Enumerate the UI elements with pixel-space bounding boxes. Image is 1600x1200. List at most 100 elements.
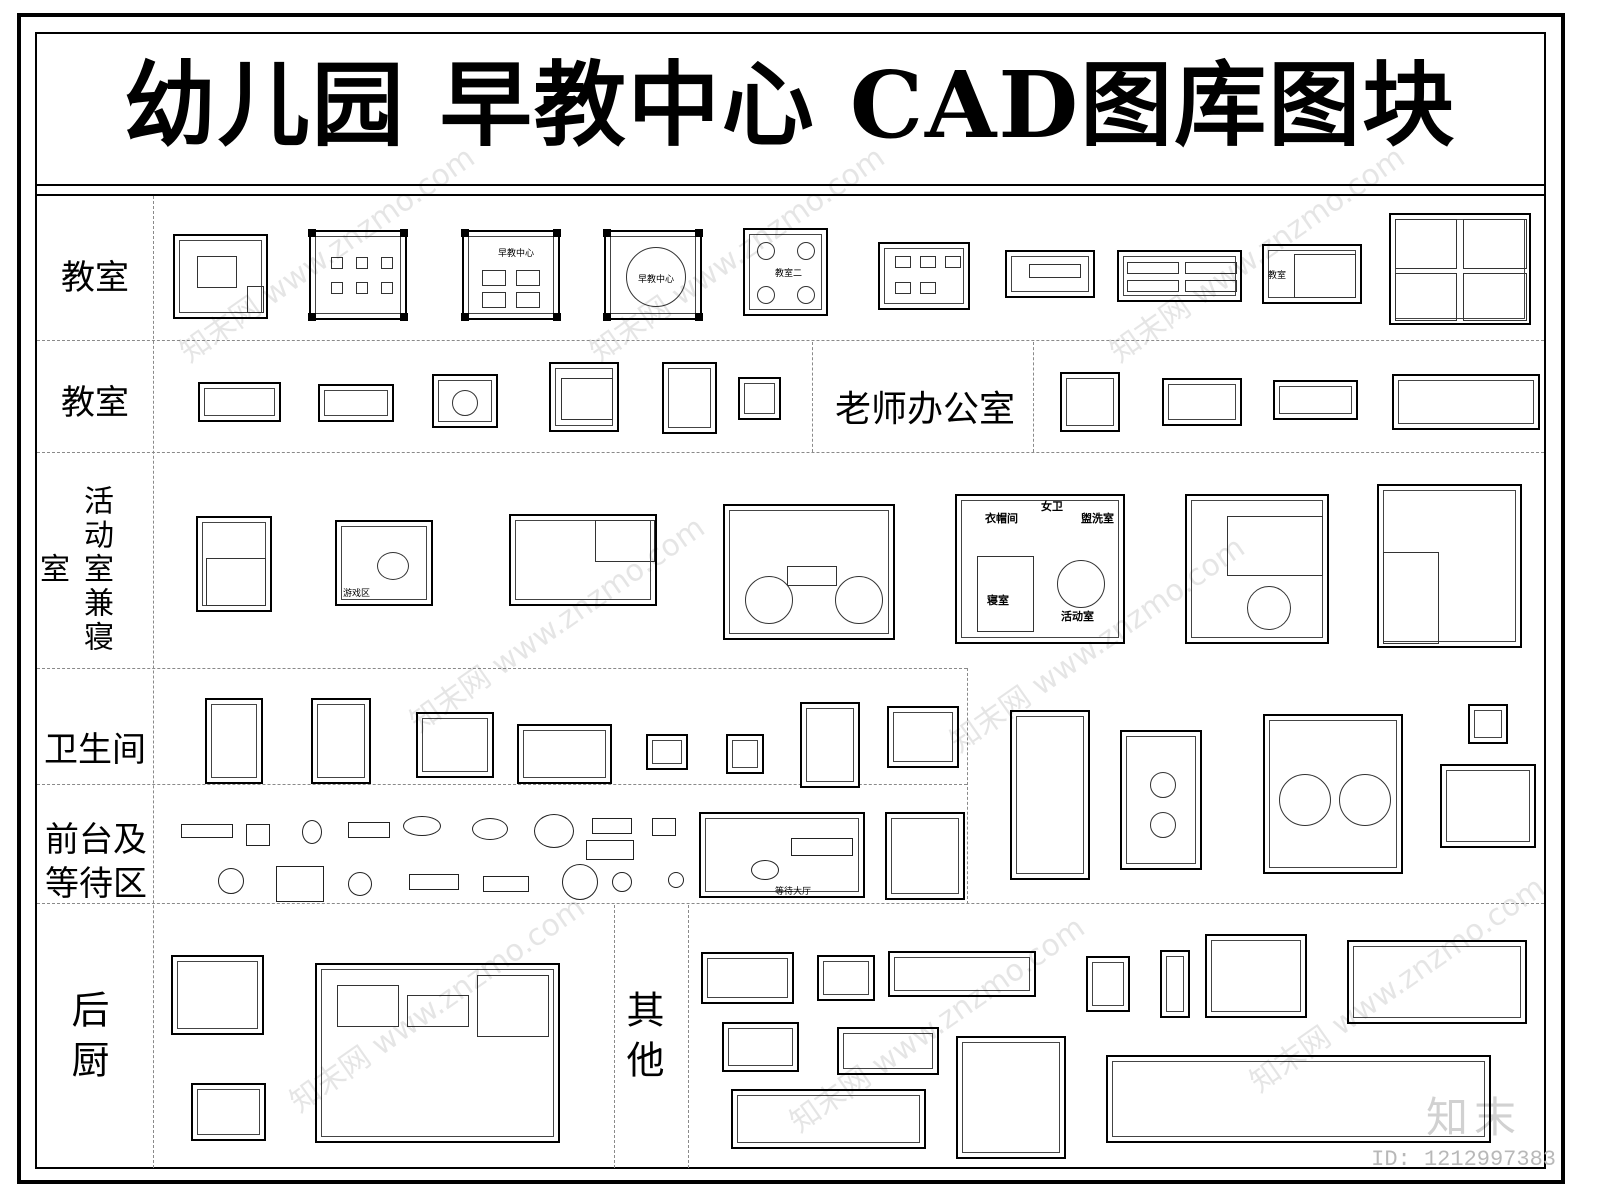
office-plan-2 [1162, 378, 1242, 426]
classroom-plan-5: 教室二 [743, 228, 828, 316]
classroom-plan-1 [173, 234, 268, 319]
reception-plan-2 [885, 812, 965, 900]
activity-plan-4 [723, 504, 895, 640]
reception-symbol [668, 872, 684, 888]
category-label-reception: 前台及等待区 [45, 820, 147, 904]
activity-plan-2: 游戏区 [335, 520, 433, 606]
restroom-plan-2 [311, 698, 371, 784]
row-divider-2 [37, 452, 1544, 453]
plan-label: 活动室 [1061, 610, 1094, 623]
classroom-plan-11 [198, 382, 281, 422]
kitchen-plan-2 [191, 1083, 266, 1141]
row-divider-3 [37, 668, 967, 669]
other-plan-7 [1347, 940, 1527, 1024]
kitchen-plan-1 [171, 955, 264, 1035]
classroom-plan-7 [1005, 250, 1095, 298]
classroom-plan-6 [878, 242, 970, 310]
plan-label: 早教中心 [498, 249, 535, 259]
other-label-divider [688, 905, 689, 1168]
page-title: 幼儿园 早教中心 CAD图库图块 [123, 51, 1457, 159]
inner-frame [35, 32, 1546, 1169]
other-plan-5 [1160, 950, 1190, 1018]
classroom-plan-8 [1117, 250, 1242, 302]
reception-symbol [181, 824, 233, 838]
office-divider-left [812, 342, 813, 452]
reception-symbol [348, 822, 390, 838]
misc-plan-5 [1440, 764, 1536, 848]
classroom-plan-3: 早教中心 [461, 229, 561, 321]
row-divider-5 [37, 903, 1544, 904]
plan-label: 等待大厅 [775, 887, 812, 897]
classroom-plan-15 [662, 362, 717, 434]
other-plan-3 [888, 951, 1036, 997]
activity-plan-5: 衣帽间 女卫 盥洗室 寝室 活动室 [955, 494, 1125, 644]
logo-mark: 知末 [1425, 1093, 1522, 1142]
title-rule-2 [37, 194, 1544, 196]
plan-label: 教室二 [775, 269, 803, 279]
kitchen-other-divider [614, 905, 615, 1168]
reception-symbol [534, 814, 574, 848]
category-label-kitchen: 后厨 [65, 990, 109, 1090]
other-plan-12 [1106, 1055, 1491, 1143]
misc-plan-2 [1120, 730, 1202, 870]
id-stamp: ID: 1212997383 [1371, 1147, 1556, 1172]
reception-symbol [409, 874, 459, 890]
restroom-plan-1 [205, 698, 263, 784]
misc-plan-3 [1263, 714, 1403, 874]
reception-symbol [483, 876, 529, 892]
reception-symbol [276, 866, 324, 902]
other-plan-9 [837, 1027, 939, 1075]
classroom-plan-13 [432, 374, 498, 428]
reception-symbol [246, 824, 270, 846]
activity-plan-7 [1377, 484, 1522, 648]
other-plan-1 [701, 952, 794, 1004]
restroom-area-divider [967, 668, 968, 904]
plan-label: 游戏区 [343, 589, 371, 599]
other-plan-10 [731, 1089, 926, 1149]
reception-symbol [592, 818, 632, 834]
reception-symbol [218, 868, 244, 894]
plan-label: 教室 [1268, 271, 1287, 281]
plan-label: 早教中心 [638, 275, 675, 285]
misc-plan-1 [1010, 710, 1090, 880]
classroom-plan-16 [738, 377, 781, 420]
category-label-restroom: 卫生间 [44, 730, 146, 770]
row-divider-1 [37, 340, 1544, 341]
category-label-activity-bedroom: 活动室兼寝室 [34, 485, 113, 655]
reception-symbol [403, 816, 441, 836]
office-plan-3 [1273, 380, 1358, 420]
kitchen-plan-3 [315, 963, 560, 1143]
category-label-classroom-2: 教室 [61, 383, 129, 423]
classroom-plan-14 [549, 362, 619, 432]
reception-plan-1: 等待大厅 [699, 812, 865, 898]
plan-label: 女卫 [1041, 500, 1063, 513]
activity-plan-1 [196, 516, 272, 612]
restroom-plan-8 [887, 706, 959, 768]
title-rule-1 [37, 184, 1544, 186]
category-label-teacher-office: 老师办公室 [834, 389, 1015, 430]
restroom-plan-5 [646, 734, 688, 770]
classroom-plan-4: 早教中心 [603, 229, 703, 321]
other-plan-6 [1205, 934, 1307, 1018]
reception-symbol [302, 820, 322, 844]
misc-plan-4 [1468, 704, 1508, 744]
plan-label: 寝室 [987, 594, 1009, 607]
restroom-plan-3 [416, 712, 494, 778]
reception-symbol [348, 872, 372, 896]
reception-symbol [472, 818, 508, 840]
reception-symbol [652, 818, 676, 836]
other-plan-4 [1086, 956, 1130, 1012]
activity-plan-6 [1185, 494, 1329, 644]
restroom-plan-6 [726, 734, 764, 774]
row-divider-4 [37, 784, 967, 785]
classroom-plan-9: 教室 [1262, 244, 1362, 304]
office-divider-right [1033, 342, 1034, 452]
category-label-classroom: 教室 [61, 258, 129, 298]
outer-frame [17, 13, 1565, 1184]
classroom-plan-12 [318, 384, 394, 422]
label-column-divider [153, 196, 154, 1168]
classroom-plan-10 [1389, 213, 1531, 325]
reception-symbol [612, 872, 632, 892]
other-plan-11 [956, 1036, 1066, 1159]
category-label-other: 其他 [620, 990, 664, 1090]
